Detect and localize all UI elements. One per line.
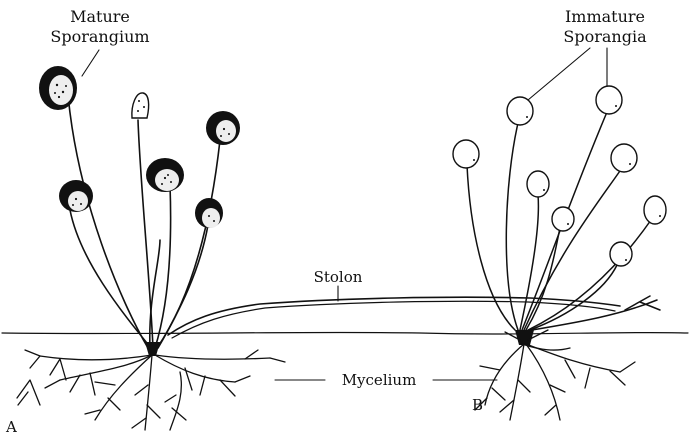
label-mature-line1: Mature	[70, 7, 130, 26]
pointer-immature-left	[528, 48, 590, 100]
sporangium-b7	[644, 196, 666, 224]
plant-a	[17, 66, 285, 430]
sporangium-b6	[552, 207, 574, 231]
sporangium-b2	[507, 97, 533, 125]
sporangium-a2	[59, 180, 93, 212]
sporangium-a5	[195, 198, 223, 228]
label-stolon: Stolon	[314, 268, 363, 286]
base-a	[145, 342, 160, 356]
rhizoids-b	[475, 330, 635, 420]
label-plant-b: B	[472, 396, 483, 414]
rhizoids-a	[17, 350, 285, 430]
sporangium-b4	[596, 86, 622, 114]
sporangium-b1	[453, 140, 479, 168]
label-immature-line2: Sporangia	[563, 27, 647, 46]
label-plant-a: A	[5, 418, 17, 436]
sporangium-a4	[206, 111, 240, 145]
label-immature-line1: Immature	[565, 7, 645, 26]
sporangium-b3	[527, 171, 549, 197]
label-mature-line2: Sporangium	[50, 27, 149, 46]
sporangium-a1	[39, 66, 77, 110]
immature-sporangia	[453, 86, 666, 266]
pointer-mature	[82, 50, 99, 76]
substrate-line	[2, 332, 688, 334]
sporangium-b8	[610, 242, 632, 266]
label-mycelium: Mycelium	[342, 371, 417, 389]
plant-b	[453, 86, 666, 420]
sporangiophores-a	[68, 95, 220, 348]
sporangium-a3	[146, 158, 184, 192]
sporangium-a6-young	[132, 93, 149, 118]
base-b	[515, 330, 534, 345]
sporangium-b5	[611, 144, 637, 172]
